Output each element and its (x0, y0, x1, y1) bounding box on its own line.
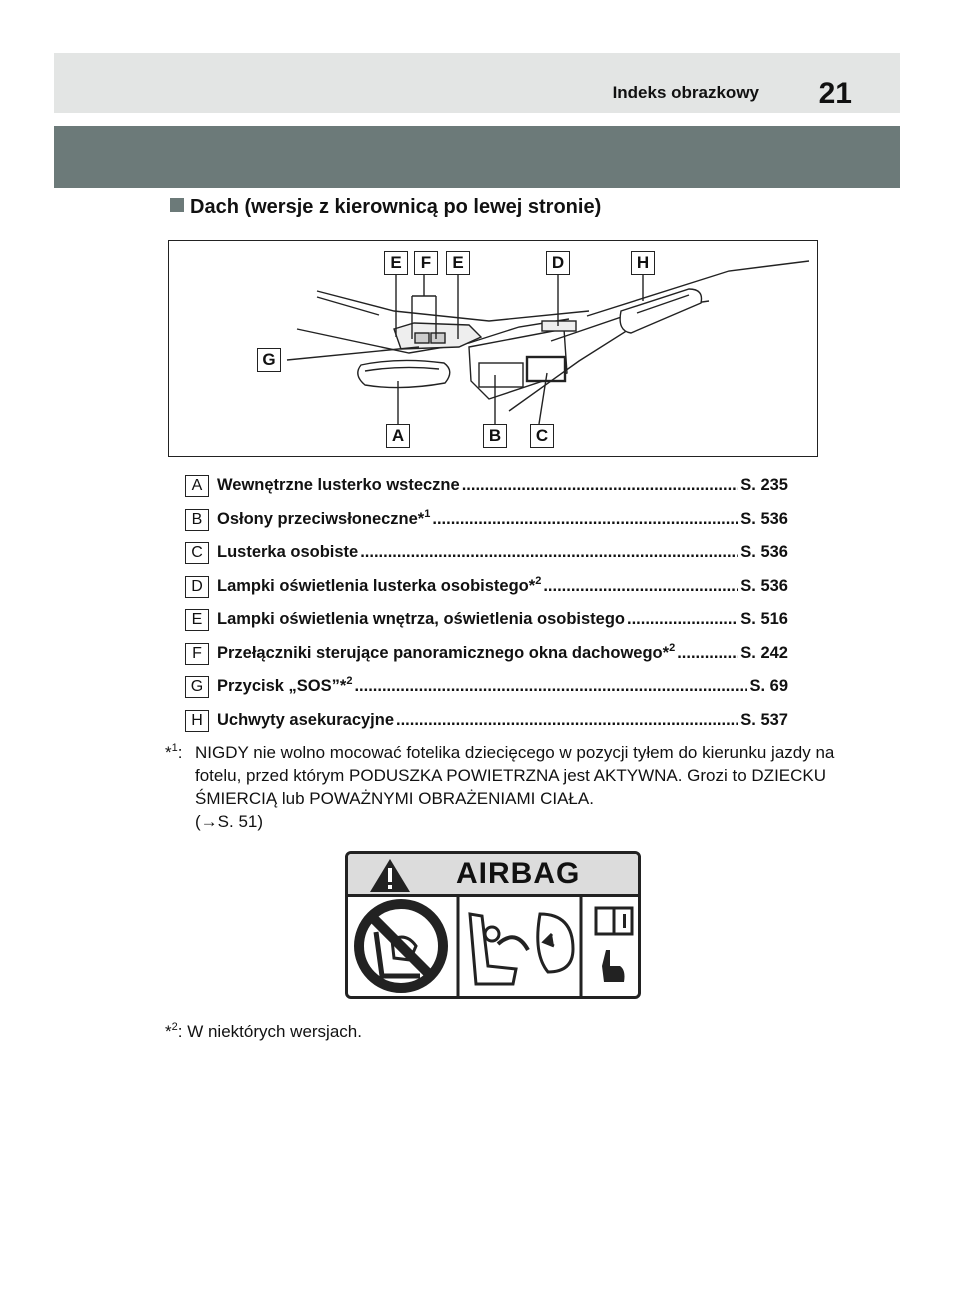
roof-illustration: E F E D H G A B C (168, 240, 818, 457)
legend-letter: H (185, 709, 209, 732)
page-ref: S. 537 (740, 710, 788, 729)
no-child-seat-icon (354, 899, 448, 993)
legend-item-b: B Osłony przeciwsłoneczne*1S. 536 (185, 507, 800, 541)
page-ref: S. 536 (740, 576, 788, 595)
callout-f: F (414, 251, 438, 275)
legend-item-d: D Lampki oświetlenia lusterka osobistego… (185, 574, 800, 608)
footnote-1-ref: (→S. 51) (195, 812, 264, 831)
callout-h: H (631, 251, 655, 275)
manual-book-icon (594, 906, 634, 982)
legend-letter: A (185, 475, 209, 497)
legend-letter: G (185, 676, 209, 698)
airbag-title: AIRBAG (456, 857, 581, 890)
header-title: Indeks obrazkowy (612, 83, 759, 102)
page-ref: S. 235 (740, 476, 788, 494)
roof-drawing (286, 260, 810, 425)
seat-airbag-icon (468, 912, 575, 986)
header-band (54, 126, 900, 188)
airbag-pictograms (354, 859, 634, 996)
legend-item-h: H Uchwyty asekuracyjneS. 537 (185, 708, 800, 742)
legend-list: A Wewnętrzne lusterko wsteczneS. 235 B O… (185, 473, 800, 741)
page-ref: S. 516 (740, 610, 788, 628)
footnote-2-text: : W niektórych wersjach. (177, 1022, 362, 1041)
section-bullet-icon (170, 198, 184, 212)
callout-a: A (386, 424, 410, 448)
callout-e-2: E (446, 251, 470, 275)
section-title: Dach (wersje z kierownicą po lewej stron… (170, 196, 601, 219)
page-ref: S. 536 (740, 543, 788, 561)
legend-letter: D (185, 575, 209, 598)
legend-item-g: G Przycisk „SOS”*2S. 69 (185, 674, 800, 708)
footnote-1-text: NIGDY nie wolno mocować fotelika dziecię… (195, 743, 835, 808)
page-ref: S. 242 (740, 643, 788, 662)
legend-item-a: A Wewnętrzne lusterko wsteczneS. 235 (185, 473, 800, 507)
legend-letter: E (185, 609, 209, 631)
callout-e-1: E (384, 251, 408, 275)
footnote-2: *2: W niektórych wersjach. (165, 1021, 362, 1042)
legend-letter: F (185, 642, 209, 665)
legend-letter: B (185, 508, 209, 531)
legend-letter: C (185, 542, 209, 564)
airbag-warning-label: AIRBAG (345, 851, 641, 999)
legend-item-e: E Lampki oświetlenia wnętrza, oświetleni… (185, 607, 800, 641)
callout-c: C (530, 424, 554, 448)
callout-d: D (546, 251, 570, 275)
legend-item-c: C Lusterka osobisteS. 536 (185, 540, 800, 574)
callout-g: G (257, 348, 281, 372)
page-number: 21 (818, 77, 852, 110)
callout-b: B (483, 424, 507, 448)
page-header: Indeks obrazkowy 21 (54, 53, 900, 113)
page-ref: S. 69 (749, 677, 788, 695)
page-ref: S. 536 (740, 509, 788, 528)
legend-item-f: F Przełączniki sterujące panoramicznego … (185, 641, 800, 675)
